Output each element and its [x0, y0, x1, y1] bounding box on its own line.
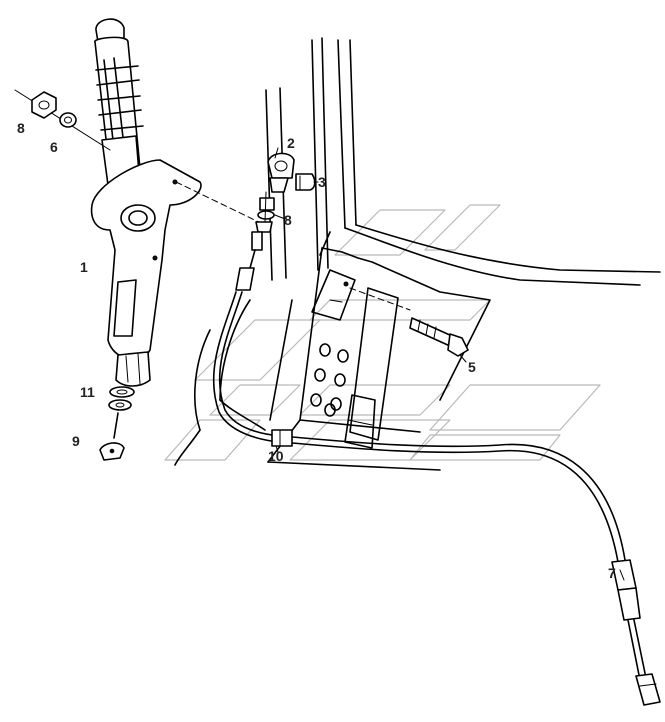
- watermark-logo: [164, 204, 601, 461]
- callout-labels: 1 2 3 5 6 7 8 8 9 10 11: [17, 120, 616, 581]
- cab-frame: [174, 37, 661, 471]
- callout-2: 2: [287, 135, 295, 151]
- callout-9: 9: [72, 433, 80, 449]
- control-cable: [212, 231, 661, 706]
- callout-11: 11: [80, 384, 95, 400]
- callout-7: 7: [608, 565, 616, 581]
- lever-washers: [99, 386, 135, 461]
- callout-1: 1: [80, 259, 88, 275]
- pivot-axis-line: [175, 181, 266, 226]
- callout-5: 5: [468, 359, 476, 375]
- leader-lines: [274, 147, 625, 581]
- ball-joint-assembly: [255, 152, 316, 233]
- nut-and-washer: [14, 89, 111, 151]
- control-lever: [90, 18, 202, 387]
- callout-6: 6: [50, 139, 58, 155]
- mounting-plate: [310, 269, 399, 449]
- bolt-axis-line: [349, 287, 411, 311]
- callout-8-joint: 8: [284, 212, 292, 228]
- callout-10: 10: [268, 448, 284, 464]
- bolt: [409, 317, 469, 357]
- callout-3: 3: [318, 174, 326, 190]
- callout-8-nut: 8: [17, 120, 25, 136]
